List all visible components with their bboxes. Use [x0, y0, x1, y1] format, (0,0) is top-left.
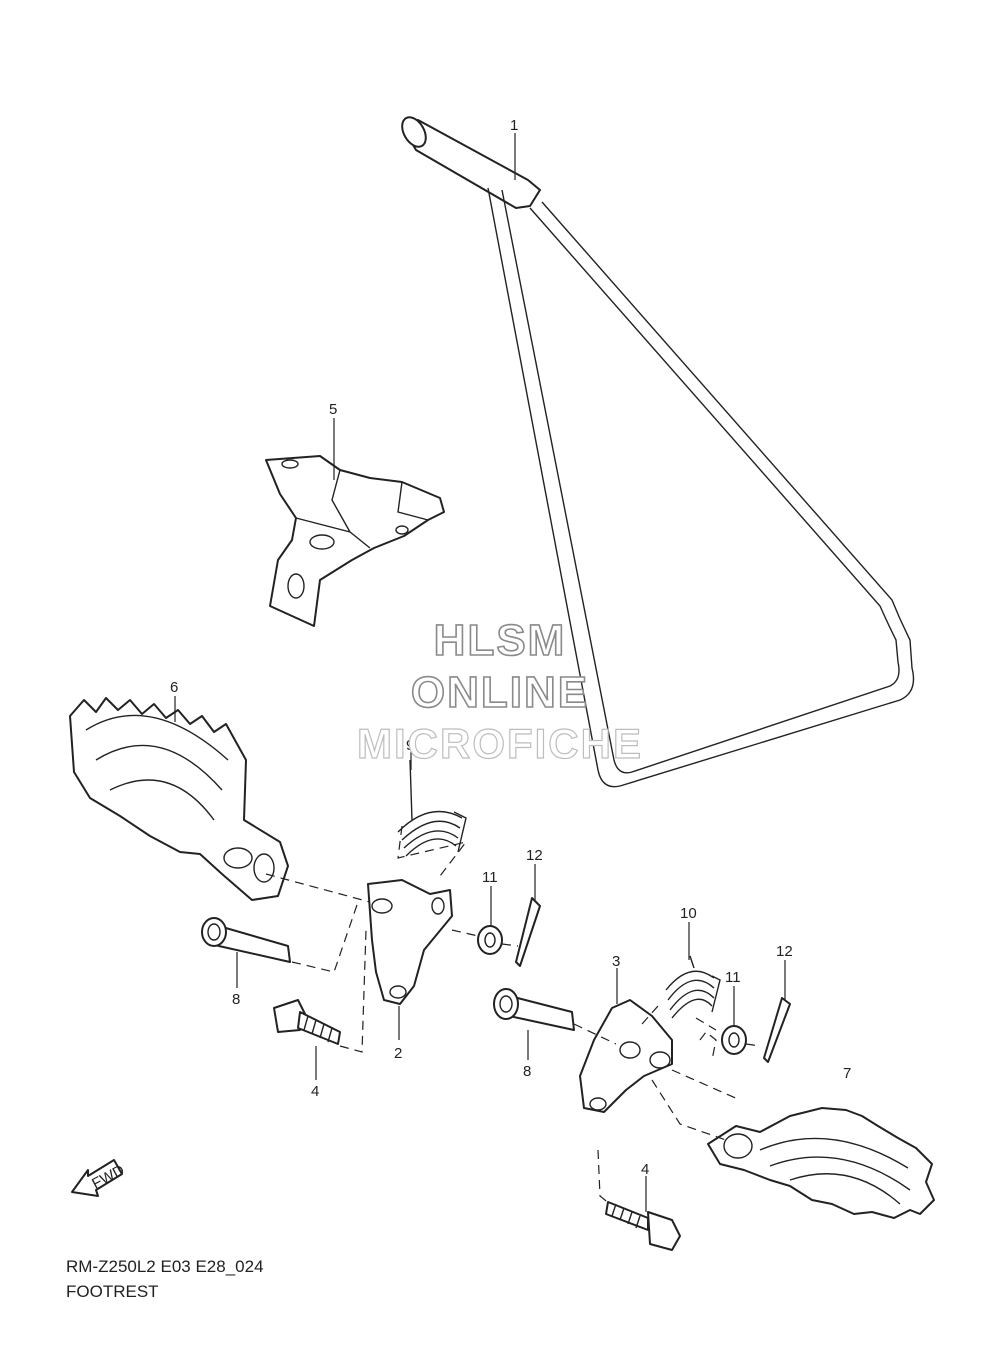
- callout-5[interactable]: 5: [329, 401, 337, 418]
- callout-12[interactable]: 12: [526, 847, 543, 864]
- part-footrest-left[interactable]: [69, 697, 289, 901]
- fwd-arrow-icon: FWD: [71, 1159, 127, 1197]
- part-pin-right[interactable]: [493, 988, 575, 1031]
- callout-4[interactable]: 4: [641, 1161, 649, 1178]
- part-bracket[interactable]: [265, 455, 445, 627]
- part-washer-left[interactable]: [477, 925, 503, 955]
- callout-8[interactable]: 8: [523, 1063, 531, 1080]
- watermark-line-1: HLSM: [433, 615, 567, 666]
- part-bolt-right[interactable]: [605, 1201, 681, 1251]
- callout-10[interactable]: 10: [680, 905, 697, 922]
- callout-11[interactable]: 11: [482, 869, 498, 886]
- callout-3[interactable]: 3: [612, 953, 620, 970]
- assembly-lines: [265, 825, 761, 1205]
- callout-11[interactable]: 11: [725, 969, 741, 986]
- part-pin-left[interactable]: [201, 917, 291, 963]
- part-washer-right[interactable]: [721, 1025, 747, 1055]
- callout-12[interactable]: 12: [776, 943, 793, 960]
- callout-8[interactable]: 8: [232, 991, 240, 1008]
- watermark-line-3: MICROFICHE: [356, 719, 643, 767]
- callout-6[interactable]: 6: [170, 679, 178, 696]
- part-spring-right[interactable]: [665, 955, 721, 1019]
- part-spring-left[interactable]: [397, 759, 467, 857]
- watermark-line-2: ONLINE: [410, 667, 590, 718]
- callout-9[interactable]: 9: [406, 737, 414, 754]
- diagram-code: RM-Z250L2 E03 E28_024: [66, 1257, 264, 1276]
- callout-2[interactable]: 2: [394, 1045, 402, 1062]
- part-plate-right[interactable]: [579, 999, 673, 1113]
- part-cotter-pin-left[interactable]: [515, 897, 541, 967]
- leader-lines: [174, 133, 786, 1212]
- callout-1[interactable]: 1: [510, 117, 518, 134]
- diagram-title: FOOTREST: [66, 1282, 159, 1301]
- callout-numbers: 1 2 3 4 4 5 6 7 8 8 9 10 11 11 12 12: [170, 117, 851, 1178]
- part-cotter-pin-right[interactable]: [763, 997, 791, 1063]
- callout-4[interactable]: 4: [311, 1083, 319, 1100]
- part-bolt-left[interactable]: [273, 999, 341, 1045]
- part-plate-left[interactable]: [367, 879, 453, 1005]
- part-footrest-right[interactable]: [707, 1107, 935, 1219]
- callout-7[interactable]: 7: [843, 1065, 851, 1082]
- part-stand[interactable]: [397, 113, 915, 788]
